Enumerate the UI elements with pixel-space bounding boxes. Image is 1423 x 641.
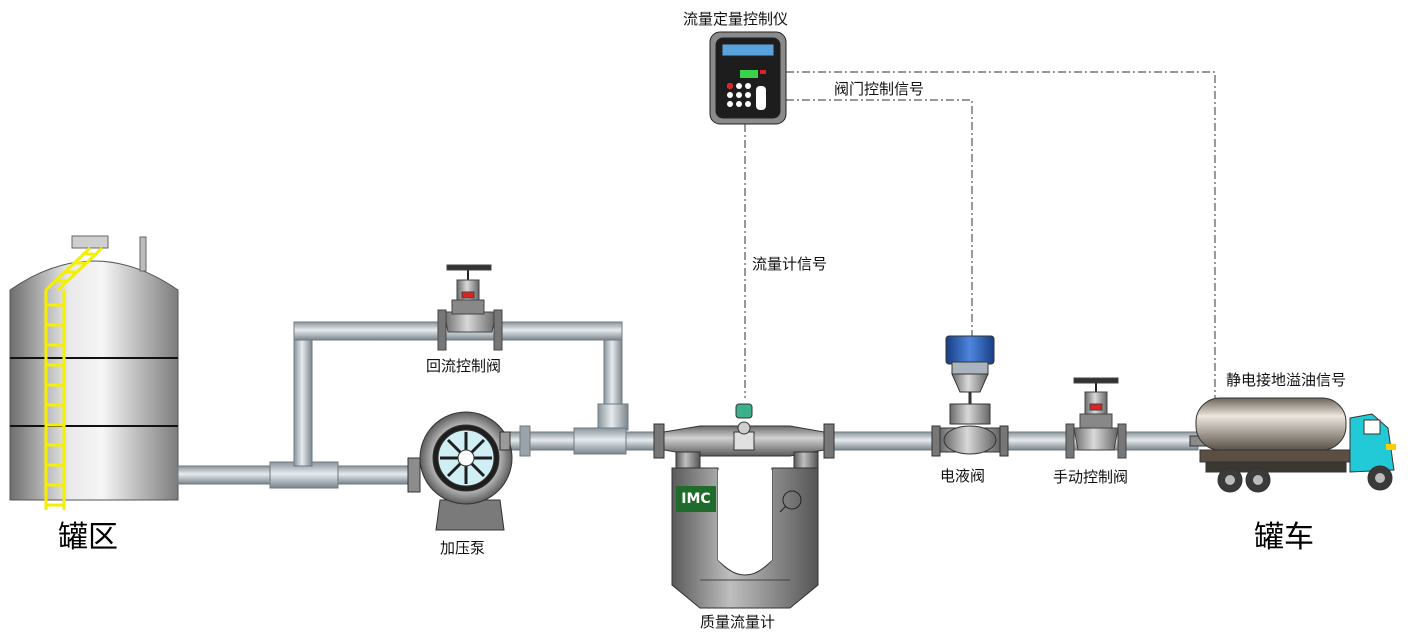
storage-tank bbox=[9, 235, 179, 501]
tanker-truck-label: 罐车 bbox=[1254, 520, 1314, 555]
return-valve bbox=[437, 264, 503, 351]
tank-area-label: 罐区 bbox=[58, 520, 118, 555]
imc-logo-text: IMC bbox=[681, 491, 711, 507]
flow-controller-device bbox=[709, 31, 787, 125]
flowmeter-signal-label: 流量计信号 bbox=[752, 255, 828, 273]
tanker-truck bbox=[1189, 397, 1396, 493]
controller-label: 流量定量控制仪 bbox=[683, 10, 789, 28]
overfill-signal-line bbox=[786, 71, 1216, 398]
signal-lines bbox=[744, 71, 1216, 398]
overfill-signal-label: 静电接地溢油信号 bbox=[1226, 371, 1347, 389]
manual-valve-label: 手动控制阀 bbox=[1053, 468, 1129, 486]
mass-flowmeter bbox=[653, 403, 835, 609]
booster-pump bbox=[407, 411, 513, 531]
booster-pump-label: 加压泵 bbox=[440, 539, 486, 557]
electro-hydraulic-valve bbox=[931, 335, 1009, 457]
imc-logo bbox=[676, 486, 716, 512]
tank-ladder bbox=[44, 246, 104, 510]
electro-hydraulic-valve-label: 电液阀 bbox=[940, 467, 986, 485]
manual-valve bbox=[1065, 377, 1127, 459]
valve-control-signal-label: 阀门控制信号 bbox=[834, 80, 925, 98]
return-valve-label: 回流控制阀 bbox=[426, 357, 502, 375]
mass-flowmeter-label: 质量流量计 bbox=[700, 613, 776, 631]
valve-control-signal-line bbox=[786, 99, 973, 338]
